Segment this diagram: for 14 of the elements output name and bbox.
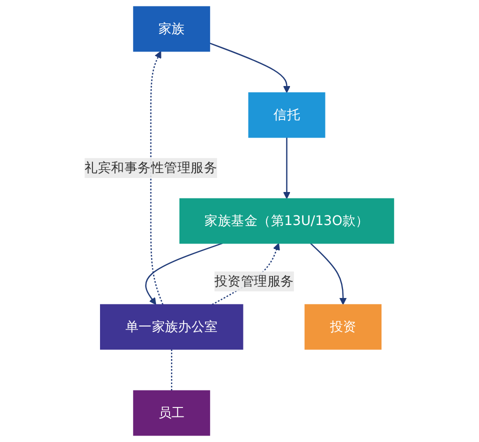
arrow [150, 50, 164, 305]
node-box: 信托 [248, 92, 326, 138]
arrow [310, 242, 347, 305]
connector [171, 349, 173, 391]
edge-label: 礼宾和事务性管理服务 [84, 160, 218, 176]
node-box: 家族 [133, 6, 210, 52]
node-box: 员工 [133, 390, 210, 436]
edge-label: 投资管理服务 [214, 273, 294, 289]
arrow [146, 242, 223, 305]
node-box: 家族基金（第13U/13O款） [180, 198, 394, 244]
arrow [210, 42, 291, 94]
arrow [283, 137, 291, 199]
node-box: 单一家族办公室 [100, 304, 244, 350]
node-box: 投资 [304, 304, 382, 350]
